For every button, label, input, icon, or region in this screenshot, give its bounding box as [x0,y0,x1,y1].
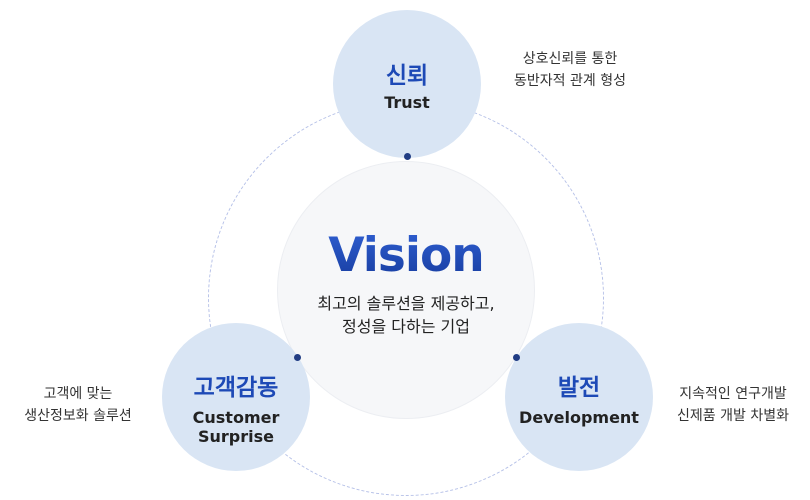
development-description-line2: 신제품 개발 차별화 [677,408,789,424]
development-node-korean-label: 발전 [557,375,601,401]
customer-description: 고객에 맞는 생산정보화 솔루션 [8,383,148,427]
development-connector-dot [513,354,520,361]
vision-description-line1: 최고의 솔루션을 제공하고, [317,294,495,313]
customer-node-english-line2: Surprise [197,427,274,446]
customer-description-line1: 고객에 맞는 [43,386,113,402]
trust-description: 상호신뢰를 통한 동반자적 관계 형성 [490,48,650,92]
trust-description-line2: 동반자적 관계 형성 [514,73,626,89]
trust-description-line1: 상호신뢰를 통한 [522,51,618,67]
trust-connector-dot [404,153,411,160]
development-node-circle [505,323,653,471]
vision-center-circle [277,161,535,419]
development-description-line1: 지속적인 연구개발 [679,386,787,402]
trust-node-circle [333,10,481,158]
vision-title: Vision [277,228,535,283]
vision-description-line2: 정성을 다하는 기업 [342,317,470,336]
development-description: 지속적인 연구개발 신제품 개발 차별화 [660,383,806,427]
customer-node-english-label: Customer Surprise [136,408,336,446]
trust-node-english-label: Trust [384,93,430,112]
customer-node-korean-label: 고객감동 [193,375,279,401]
customer-node-english-line1: Customer [192,408,280,427]
development-node-english-label: Development [519,408,639,427]
customer-description-line2: 생산정보화 솔루션 [24,408,132,424]
customer-connector-dot [294,354,301,361]
vision-description: 최고의 솔루션을 제공하고, 정성을 다하는 기업 [277,292,535,338]
customer-node-circle [162,323,310,471]
trust-node-korean-label: 신뢰 [385,63,429,89]
